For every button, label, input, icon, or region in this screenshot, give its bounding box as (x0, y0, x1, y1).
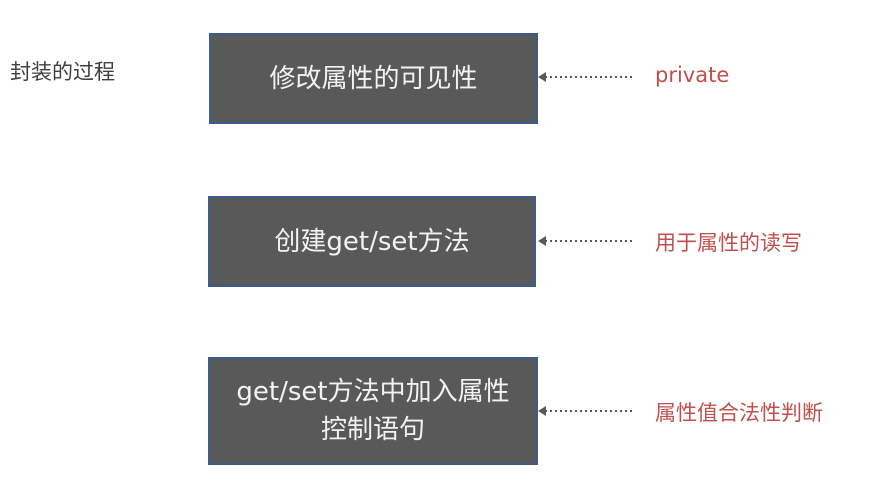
step-box-3: get/set方法中加入属性控制语句 (208, 357, 538, 465)
note-1: private (655, 63, 730, 87)
arrow-head-1 (538, 72, 546, 82)
diagram-title: 封装的过程 (10, 60, 115, 84)
note-3: 属性值合法性判断 (655, 401, 823, 425)
arrow-head-2 (538, 236, 546, 246)
note-2: 用于属性的读写 (655, 231, 802, 255)
arrow-head-3 (538, 406, 546, 416)
step-box-2: 创建get/set方法 (208, 196, 536, 287)
step-box-1: 修改属性的可见性 (209, 33, 538, 124)
